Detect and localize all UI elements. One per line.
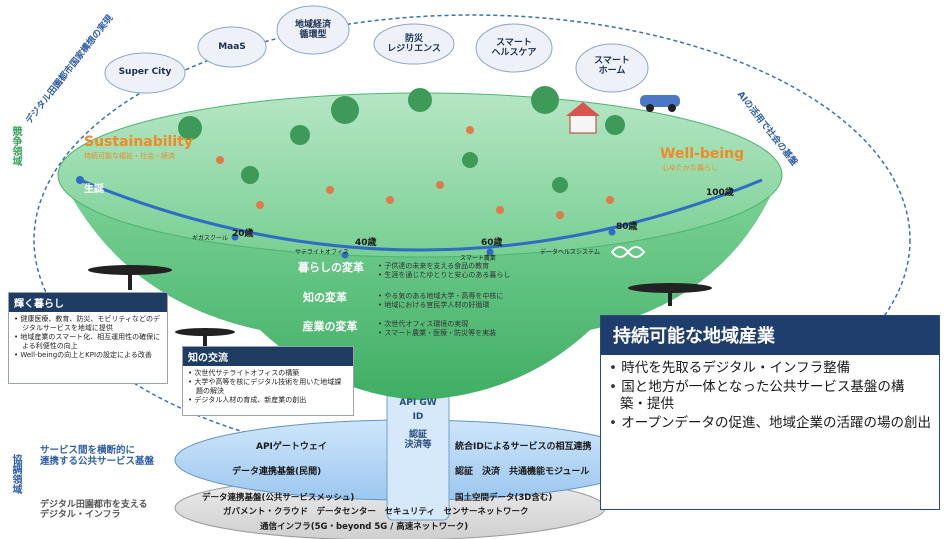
box-knowledge-exchange-title: 知の交流 [183,347,353,366]
label-satellite-office: サテライトオフィス [295,249,349,256]
sustainability-subtitle: 持続可能な福祉・社会・経済 [84,152,175,160]
platform-api-gateway: APIゲートウェイ [256,442,327,452]
cloud-super-city: Super City [118,67,172,77]
box-shining-life-item: Well-beingの向上とKPIの設定による改善 [14,351,162,360]
cloud-disaster-resilience: 防災 レジリエンス [387,34,441,55]
reform-life-title: 暮らしの変革 [298,261,364,274]
competition-label: 競争領域 [10,126,21,166]
box-knowledge-item: 大学や高等を核にデジタル技術を用いた地域課題の解決 [188,378,348,396]
birth-label: 生誕 [84,184,104,195]
box-shining-life: 輝く暮らし 健康医療、教育、防災、モビリティなどのデジタルサービスを地域に提供 … [8,292,168,384]
reform-life-item: 子供達の未来を支える食品の教育 [378,262,578,271]
bowl-decoration [178,86,625,193]
platform-cloud-row: ガバメント・クラウド データセンター セキュリティ センサーネットワーク [223,507,529,517]
pillar-auth: 認証 決済等 [404,430,432,451]
box-shining-life-title: 輝く暮らし [9,293,167,312]
platform-data-link-private: データ連携基盤(民間) [232,467,322,477]
age-100: 100歳 [706,188,734,198]
reform-industry-item: 次世代オフィス環境の実現 [378,320,578,329]
platform-geo-data: 国土空間データ(3D含む) [455,493,553,503]
people-dots [216,126,614,219]
cloud-local-economy: 地域経済 循環型 [294,20,331,41]
age-20: 20歳 [232,229,254,239]
reform-industry-title: 産業の変革 [302,320,358,333]
label-data-health: データヘルスシステム [540,249,600,256]
platform-data-mesh: データ連携基盤(公共サービスメッシュ) [202,493,355,503]
cloud-maas: MaaS [218,42,246,52]
digital-infra-label: デジタル田園都市を支える デジタル・インフラ [40,500,148,521]
car-illustration [640,95,680,112]
cloud-smart-healthcare: スマート ヘルスケア [491,38,537,59]
age-40: 40歳 [355,238,377,248]
box-shining-life-item: 地域産業のスマート化、相互運用性の確保による利便性の向上 [14,333,162,351]
propeller-right [628,283,712,306]
service-platform-label: サービス間を横断的に 連携する公共サービス基盤 [40,445,155,467]
wellbeing-subtitle: 心ゆたかな暮らし [662,164,718,172]
sustainability-label: Sustainability [84,134,193,150]
cooperation-label: 協調領域 [10,454,21,494]
propeller-bottom [175,328,235,346]
pillar-api-gw: API GW [399,398,437,408]
cloud-smart-home: スマート ホーム [594,56,630,77]
label-giga-school: ギガスクール [192,235,229,242]
life-timeline [79,178,763,252]
wellbeing-label: Well-being [660,146,745,162]
reform-life-item: 生涯を通じたゆとりと安心のある暮らし [378,271,578,280]
callout-item: 国と地方が一体となった公共サービス基盤の構築・提供 [609,379,931,413]
platform-network: 通信インフラ(5G・beyond 5G / 高速ネットワーク) [260,522,469,532]
age-80: 80歳 [616,222,638,232]
reform-industry-item: スマート農業・医療・防災等を実装 [378,329,578,338]
box-knowledge-item: 次世代サテライトオフィスの構築 [188,369,348,378]
age-60: 60歳 [481,238,503,248]
cloud-shapes [104,5,649,94]
box-knowledge-item: デジタル人材の育成、新産業の創出 [188,396,348,405]
pillar-id: ID [412,412,424,422]
infinity-icon [610,246,646,258]
label-smart-agriculture: スマート農業 [460,255,496,262]
house-illustration [566,102,600,134]
box-shining-life-item: 健康医療、教育、防災、モビリティなどのデジタルサービスを地域に提供 [14,315,162,333]
bowl-top [57,92,783,258]
reform-knowledge-items: やる気のある地域大学・高専を中核に 地域における官民学人材の好循環 [378,292,578,311]
callout-title: 持続可能な地域産業 [601,316,939,355]
platform-unified-id: 統合IDによるサービスの相互連携 [455,442,592,452]
reform-life-items: 子供達の未来を支える食品の教育 生涯を通じたゆとりと安心のある暮らし [378,262,578,281]
reform-knowledge-item: やる気のある地域大学・高専を中核に [378,292,578,301]
callout-item: 時代を先取るデジタル・インフラ整備 [609,360,931,377]
platform-auth-row: 認証 決済 共通機能モジュール [455,467,590,477]
reform-knowledge-item: 地域における官民学人材の好循環 [378,301,578,310]
reform-industry-items: 次世代オフィス環境の実現 スマート農業・医療・防災等を実装 [378,320,578,339]
callout-item: オープンデータの促進、地域企業の活躍の場の創出 [609,415,931,432]
sustainable-industry-callout: 持続可能な地域産業 時代を先取るデジタル・インフラ整備 国と地方が一体となった公… [600,315,940,510]
box-knowledge-exchange: 知の交流 次世代サテライトオフィスの構築 大学や高等を核にデジタル技術を用いた地… [182,346,354,416]
reform-knowledge-title: 知の変革 [303,291,347,304]
